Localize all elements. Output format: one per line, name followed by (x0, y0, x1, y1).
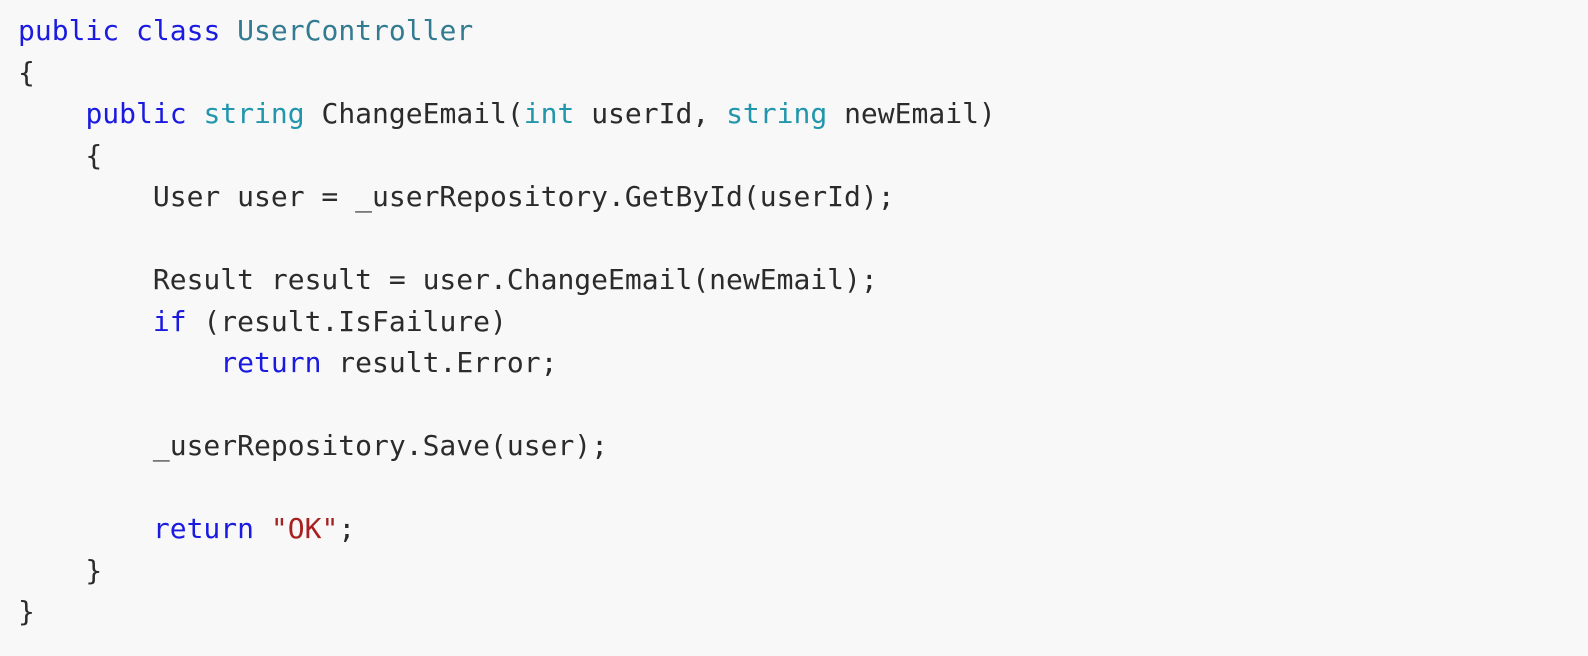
code-token-plain: (result.IsFailure) (186, 304, 507, 338)
code-token-punct: { (18, 138, 103, 172)
code-token-keyword: return (152, 512, 255, 545)
code-token-punct: } (18, 553, 103, 587)
code-line[interactable]: User user = _userRepository.GetById(user… (18, 176, 1588, 218)
code-token-plain (187, 97, 204, 130)
code-line[interactable]: } (18, 591, 1588, 633)
code-token-keyword: public (85, 97, 187, 130)
code-line[interactable] (18, 384, 1588, 426)
code-line[interactable]: _userRepository.Save(user); (18, 425, 1588, 467)
code-token-keyword: public (18, 14, 120, 47)
code-token-plain (18, 97, 85, 130)
code-line[interactable]: Result result = user.ChangeEmail(newEmai… (18, 259, 1588, 301)
code-token-plain: result.Error; (321, 346, 558, 379)
code-token-keyword: if (152, 304, 187, 338)
code-token-plain: ChangeEmail( (304, 97, 524, 130)
code-token-type: int (523, 97, 575, 130)
code-token-plain: newEmail) (827, 97, 996, 130)
code-token-plain: User user = _userRepository.GetById(user… (18, 180, 895, 213)
code-line[interactable] (18, 218, 1588, 260)
code-token-punct: { (18, 55, 35, 89)
code-token-plain: ; (338, 512, 356, 545)
code-token-keyword: return (220, 346, 322, 379)
code-token-plain (254, 512, 271, 545)
code-token-type: string (726, 97, 828, 130)
code-token-plain (18, 305, 153, 338)
code-token-plain (119, 14, 136, 47)
code-token-plain: _userRepository.Save(user); (18, 429, 609, 462)
code-token-plain: Result result = user.ChangeEmail(newEmai… (18, 263, 878, 296)
code-token-plain (220, 14, 237, 47)
code-line[interactable]: if (result.IsFailure) (18, 301, 1588, 343)
code-token-type: string (203, 97, 305, 130)
code-token-string: "OK" (270, 512, 339, 545)
code-block[interactable]: public class UserController{ public stri… (18, 10, 1588, 633)
code-line[interactable] (18, 467, 1588, 509)
code-token-class: UserController (237, 14, 474, 47)
code-token-plain (18, 346, 220, 379)
code-token-punct: } (18, 595, 35, 628)
code-line[interactable]: { (18, 135, 1588, 177)
code-line[interactable]: { (18, 52, 1588, 94)
code-line[interactable]: } (18, 550, 1588, 592)
code-line[interactable]: public class UserController (18, 10, 1588, 52)
code-line[interactable]: return result.Error; (18, 342, 1588, 384)
code-line[interactable]: return "OK"; (18, 508, 1588, 550)
code-token-plain: userId, (574, 97, 727, 130)
code-token-plain (18, 512, 153, 545)
code-line[interactable]: public string ChangeEmail(int userId, st… (18, 93, 1588, 135)
code-token-keyword: class (136, 14, 221, 47)
